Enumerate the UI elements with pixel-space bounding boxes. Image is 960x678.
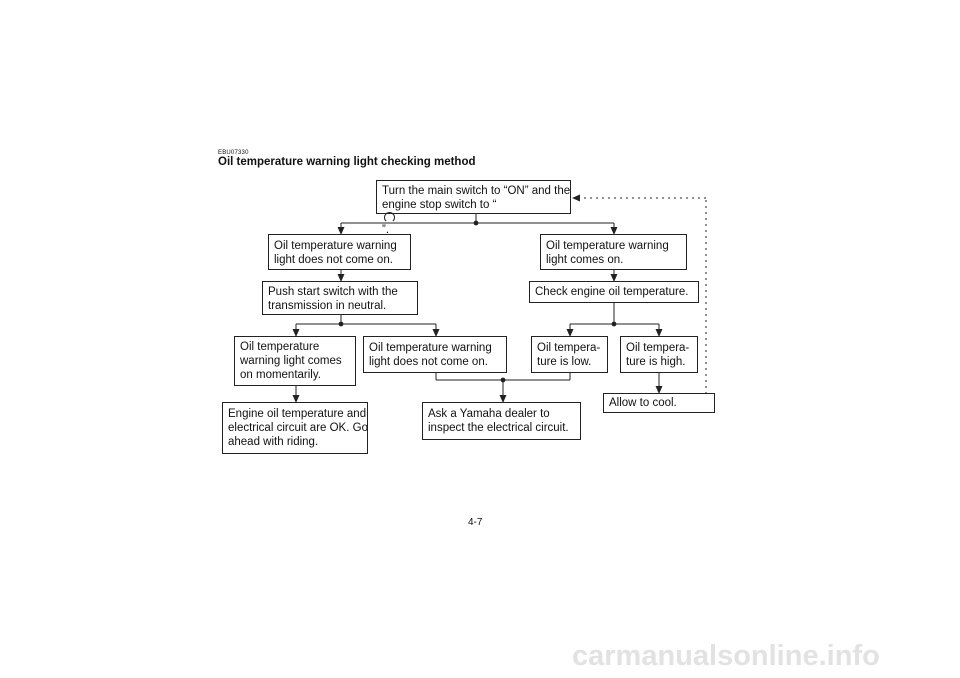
section-code: EBU07330 xyxy=(218,150,249,156)
step-light-momentary: Oil temperature warning light comes on m… xyxy=(234,336,356,386)
step-allow-cool: Allow to cool. xyxy=(603,393,715,413)
step-ask-dealer: Ask a Yamaha dealer to inspect the elect… xyxy=(422,402,581,440)
page-title: Oil temperature warning light checking m… xyxy=(218,156,476,168)
watermark-text: carmanualsonline.info xyxy=(572,640,880,672)
step-light-not-on: Oil temperature warning light does not c… xyxy=(268,234,411,270)
step-light-on: Oil temperature warning light comes on. xyxy=(540,234,687,270)
step-start: Turn the main switch to “ON” and the eng… xyxy=(376,180,571,236)
page-number: 4-7 xyxy=(468,517,483,528)
step-ok-ride: Engine oil temperature and electrical ci… xyxy=(222,402,368,454)
step-temp-low: Oil tempera- ture is low. xyxy=(531,336,608,373)
step-push-start: Push start switch with the transmission … xyxy=(262,281,418,315)
run-switch-icon xyxy=(384,212,395,223)
step-check-temp: Check engine oil temperature. xyxy=(529,281,699,303)
step-light-still-not-on: Oil temperature warning light does not c… xyxy=(363,336,507,373)
step-temp-high: Oil tempera- ture is high. xyxy=(620,336,698,373)
